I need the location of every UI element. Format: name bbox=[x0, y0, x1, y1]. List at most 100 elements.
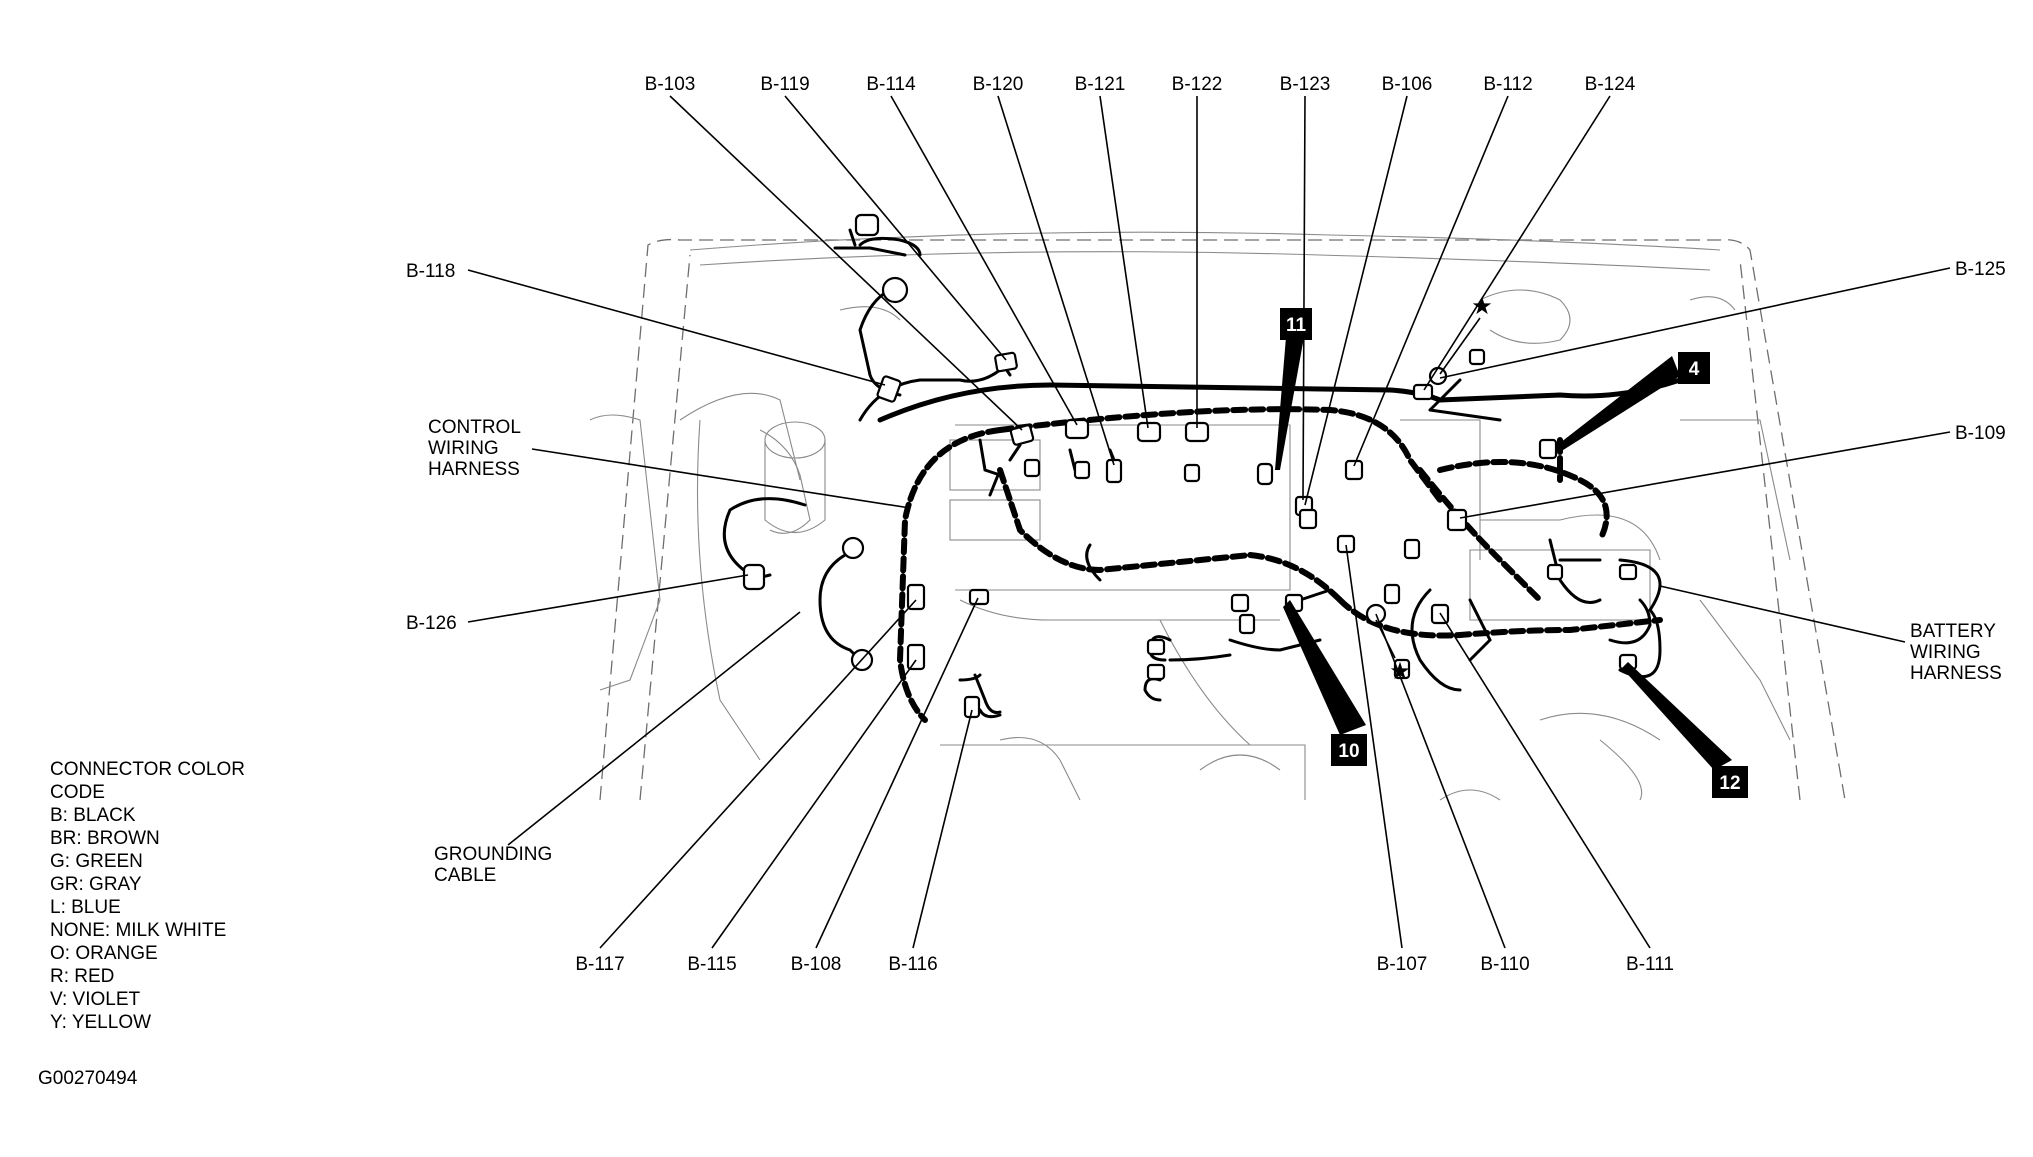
label-b111: B-111 bbox=[1626, 954, 1674, 975]
connector bbox=[1546, 563, 1564, 581]
label-b107: B-107 bbox=[1377, 954, 1428, 975]
legend-entry-milk-white: NONE: MILK WHITE bbox=[50, 920, 227, 941]
connector-b121 bbox=[1136, 421, 1162, 443]
connector-b117 bbox=[906, 583, 926, 611]
legend-entry-violet: V: VIOLET bbox=[50, 989, 141, 1010]
connector-b119 bbox=[994, 351, 1018, 373]
bottom-labels: B-117 B-115 B-108 B-116 B-107 B-110 B-11… bbox=[575, 954, 1674, 975]
legend-entry-blue: L: BLUE bbox=[50, 897, 121, 918]
legend-title-line1: CONNECTOR COLOR bbox=[50, 759, 245, 780]
connector-b103 bbox=[1009, 424, 1035, 446]
label-b125: B-125 bbox=[1955, 259, 2006, 280]
label-b115: B-115 bbox=[687, 954, 736, 975]
connector-b109 bbox=[1446, 508, 1468, 532]
label-b109: B-109 bbox=[1955, 423, 2006, 444]
connector bbox=[841, 536, 865, 560]
control-wiring-harness-label-line1: CONTROL bbox=[428, 417, 521, 438]
battery-wiring-harness-label-line1: BATTERY bbox=[1910, 621, 1996, 642]
marker-4: 4 bbox=[1678, 352, 1710, 384]
connector bbox=[1538, 438, 1558, 460]
connector-b123 bbox=[1256, 462, 1274, 486]
connector bbox=[1023, 458, 1041, 478]
label-b122: B-122 bbox=[1172, 74, 1223, 95]
battery-wiring-harness-label-line3: HARNESS bbox=[1910, 663, 2002, 684]
label-b106: B-106 bbox=[1382, 74, 1433, 95]
connector-b112 bbox=[1344, 459, 1364, 481]
connector-b116 bbox=[963, 695, 981, 719]
label-b120: B-120 bbox=[973, 74, 1024, 95]
label-b117: B-117 bbox=[575, 954, 624, 975]
legend-entry-gray: GR: GRAY bbox=[50, 874, 142, 895]
control-wiring-harness-label-line3: HARNESS bbox=[428, 459, 520, 480]
legend-title-line2: CODE bbox=[50, 782, 105, 803]
harness-wiring bbox=[722, 228, 1683, 723]
label-b110: B-110 bbox=[1480, 954, 1529, 975]
right-labels: B-125 B-109 BATTERY WIRING HARNESS bbox=[1910, 259, 2006, 684]
connector-b107 bbox=[1336, 534, 1356, 554]
leader-lines bbox=[467, 95, 1951, 949]
legend-entry-green: G: GREEN bbox=[50, 851, 143, 872]
marker-11: 11 bbox=[1280, 308, 1312, 340]
connector bbox=[1468, 348, 1486, 366]
marker-4-pointer bbox=[1556, 356, 1680, 452]
connector bbox=[1073, 460, 1091, 480]
label-b108: B-108 bbox=[791, 954, 842, 975]
label-b119: B-119 bbox=[760, 74, 809, 95]
grounding-cable-label-line2: CABLE bbox=[434, 865, 496, 886]
marker-4-label: 4 bbox=[1689, 359, 1700, 380]
label-b114: B-114 bbox=[866, 74, 916, 95]
label-b112: B-112 bbox=[1483, 74, 1532, 95]
connector-b114 bbox=[1064, 418, 1090, 440]
marker-11-pointer bbox=[1275, 337, 1304, 470]
label-b116: B-116 bbox=[888, 954, 937, 975]
marker-10-pointer bbox=[1283, 600, 1366, 735]
battery-wiring-harness-label-line2: WIRING bbox=[1910, 642, 1981, 663]
connector-b124 bbox=[1412, 383, 1434, 401]
connector-b118 bbox=[876, 375, 902, 403]
connector bbox=[1230, 593, 1250, 613]
marker-12-label: 12 bbox=[1719, 773, 1740, 794]
marker-pointers bbox=[1275, 337, 1732, 770]
connectors bbox=[742, 213, 1638, 719]
connector-b126 bbox=[742, 563, 766, 591]
connector bbox=[1146, 638, 1166, 656]
connector bbox=[1146, 663, 1166, 681]
marker-10-label: 10 bbox=[1338, 741, 1359, 762]
legend-entry-yellow: Y: YELLOW bbox=[50, 1012, 152, 1033]
connector bbox=[1298, 508, 1318, 530]
connector bbox=[1383, 583, 1401, 605]
connector bbox=[1238, 613, 1256, 635]
top-labels: B-103 B-119 B-114 B-120 B-121 B-122 B-12… bbox=[645, 74, 1636, 95]
engine-compartment-outline bbox=[589, 231, 1846, 801]
connector-b108 bbox=[968, 588, 990, 606]
connector bbox=[1183, 463, 1201, 483]
connector bbox=[854, 213, 880, 237]
connector-b115 bbox=[906, 643, 926, 671]
star-symbol: ★ bbox=[1389, 657, 1411, 685]
label-b121: B-121 bbox=[1075, 74, 1126, 95]
label-b126: B-126 bbox=[406, 613, 457, 634]
legend-entry-brown: BR: BROWN bbox=[50, 828, 160, 849]
connector bbox=[1618, 563, 1638, 581]
connector-b120 bbox=[1105, 458, 1123, 484]
marker-11-label: 11 bbox=[1286, 315, 1307, 336]
figure-code: G00270494 bbox=[38, 1068, 138, 1089]
connector-color-code-legend: CONNECTOR COLOR CODE B: BLACK BR: BROWN … bbox=[50, 758, 245, 1034]
left-labels: B-118 CONTROL WIRING HARNESS B-126 GROUN… bbox=[406, 261, 552, 886]
legend-entry-red: R: RED bbox=[50, 966, 115, 987]
connector bbox=[881, 276, 909, 304]
connector bbox=[1403, 538, 1421, 560]
marker-12: 12 bbox=[1712, 766, 1748, 798]
label-b124: B-124 bbox=[1585, 74, 1636, 95]
legend-entry-orange: O: ORANGE bbox=[50, 943, 158, 964]
grounding-cable-label-line1: GROUNDING bbox=[434, 844, 552, 865]
legend-entry-black: B: BLACK bbox=[50, 805, 136, 826]
star-symbol: ★ bbox=[1471, 292, 1493, 320]
marker-10: 10 bbox=[1331, 734, 1367, 766]
label-b123: B-123 bbox=[1280, 74, 1331, 95]
label-b118: B-118 bbox=[406, 261, 455, 282]
control-wiring-harness-label-line2: WIRING bbox=[428, 438, 499, 459]
marker-12-pointer bbox=[1622, 662, 1732, 770]
label-b103: B-103 bbox=[645, 74, 696, 95]
